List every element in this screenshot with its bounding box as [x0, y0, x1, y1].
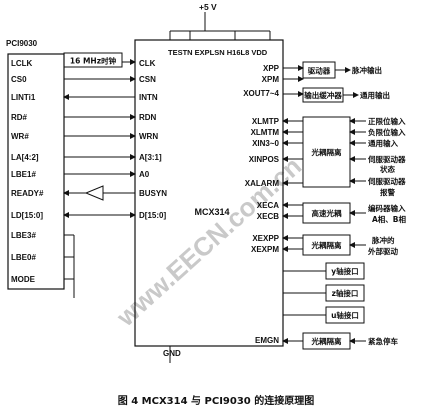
pin-xin: XIN3~0	[252, 139, 279, 148]
pulse-out-label: 脉冲输出	[351, 65, 382, 75]
mcx-name: MCX314	[194, 207, 229, 217]
pin-xinpos: XINPOS	[249, 155, 280, 164]
out-buffer-label: 输出缓冲器	[304, 90, 342, 100]
encoder-label-2: A相、B相	[372, 214, 407, 224]
estop-label: 紧急停车	[368, 336, 398, 346]
pin-xalarm: XALARM	[245, 179, 280, 188]
servo-state-label-2: 状态	[380, 164, 395, 174]
mcx-right-pins: XPP XPM XOUT7~4 XLMTP XLMTM XIN3~0 XINPO…	[243, 64, 279, 345]
pci9030-chip	[7, 53, 65, 290]
z-axis-label: z轴接口	[332, 288, 359, 298]
general-out-label: 通用输出	[360, 90, 390, 100]
signal-labels: 脉冲输出 通用输出 正限位输入 负限位输入 通用输入 伺服驱动器 状态 伺服驱动…	[351, 65, 407, 346]
pos-limit-label: 正限位输入	[368, 116, 406, 126]
pci-ground-wires	[64, 234, 75, 298]
pci-pins: LCLK CS0 LINTi1 RD# WR# LA[4:2] LBE1# RE…	[11, 59, 44, 284]
pci-pin-lbe3: LBE3#	[11, 231, 36, 240]
pin-a31: A[3:1]	[139, 153, 162, 162]
pin-intn: INTN	[139, 93, 158, 102]
hs-opto-label: 高速光耦	[312, 208, 342, 218]
driver-label: 驱动器	[308, 66, 331, 76]
clock-box	[63, 52, 123, 68]
pin-xlmtm: XLMTM	[251, 128, 280, 137]
pin-a0: A0	[139, 170, 150, 179]
clock-label: 16 MHz时钟	[70, 56, 117, 66]
servo-alarm-label-2: 报警	[380, 187, 395, 197]
pin-emgn: EMGN	[255, 336, 279, 345]
encoder-label-1: 编码器输入	[368, 203, 406, 213]
mcx-left-pins: CLK CSN INTN RDN WRN A[3:1] A0 BUSYN D[1…	[139, 59, 167, 220]
pin-wrn: WRN	[139, 132, 158, 141]
servo-state-label-1: 伺服驱动器	[367, 154, 406, 164]
right-blocks	[302, 61, 365, 350]
opto2-label: 光耦隔离	[311, 240, 342, 250]
right-wires	[282, 65, 366, 344]
opto1-label: 光耦隔离	[311, 147, 342, 157]
pci-pin-ready: READY#	[11, 189, 44, 198]
pin-xpp: XPP	[263, 64, 280, 73]
vcc-label: +5 V	[199, 2, 217, 12]
pci-pin-lbe1: LBE1#	[11, 170, 36, 179]
pin-xlmtp: XLMTP	[252, 117, 280, 126]
mcx-top-pins: TESTN EXPLSN H16L8 VDD	[168, 48, 268, 57]
pin-xexpm: XEXPM	[251, 245, 279, 254]
pin-busyn: BUSYN	[139, 189, 167, 198]
gnd-label: GND	[163, 349, 181, 358]
pin-clk: CLK	[139, 59, 156, 68]
pin-xout: XOUT7~4	[243, 89, 279, 98]
ext-pulse-label-2: 外部驱动	[368, 246, 398, 256]
pci-pin-mode: MODE	[11, 275, 36, 284]
pin-rdn: RDN	[139, 113, 157, 122]
pin-xecb: XECB	[257, 212, 279, 221]
opto3-label: 光耦隔离	[311, 336, 342, 346]
pin-csn: CSN	[139, 75, 156, 84]
pci-pin-lbe0: LBE0#	[11, 253, 36, 262]
pci-pin-cs0: CS0	[11, 75, 27, 84]
pci-pin-la: LA[4:2]	[11, 153, 39, 162]
pin-d150: D[15:0]	[139, 211, 166, 220]
pci-title: PCI9030	[6, 39, 38, 48]
ext-pulse-label-1: 脉冲的	[371, 235, 395, 245]
servo-alarm-label-1: 伺服驱动器	[367, 176, 406, 186]
y-axis-label: y轴接口	[331, 266, 358, 276]
general-in-label: 通用输入	[368, 138, 398, 148]
neg-limit-label: 负限位输入	[368, 127, 406, 137]
pci-pin-lclk: LCLK	[11, 59, 33, 68]
bus-wires	[63, 76, 136, 218]
pci-pin-wr: WR#	[11, 132, 29, 141]
pin-xeca: XECA	[257, 201, 279, 210]
pci-pin-rd: RD#	[11, 113, 28, 122]
power-rail	[169, 12, 271, 40]
pci-pin-ld: LD[15:0]	[11, 211, 43, 220]
pin-xexpp: XEXPP	[252, 234, 279, 243]
u-axis-label: u轴接口	[331, 310, 359, 320]
pin-xpm: XPM	[262, 75, 280, 84]
figure-caption: 图 4 MCX314 与 PCI9030 的连接原理图	[118, 394, 314, 407]
pci-pin-linti1: LINTi1	[11, 93, 36, 102]
buffer-triangle	[84, 185, 104, 201]
